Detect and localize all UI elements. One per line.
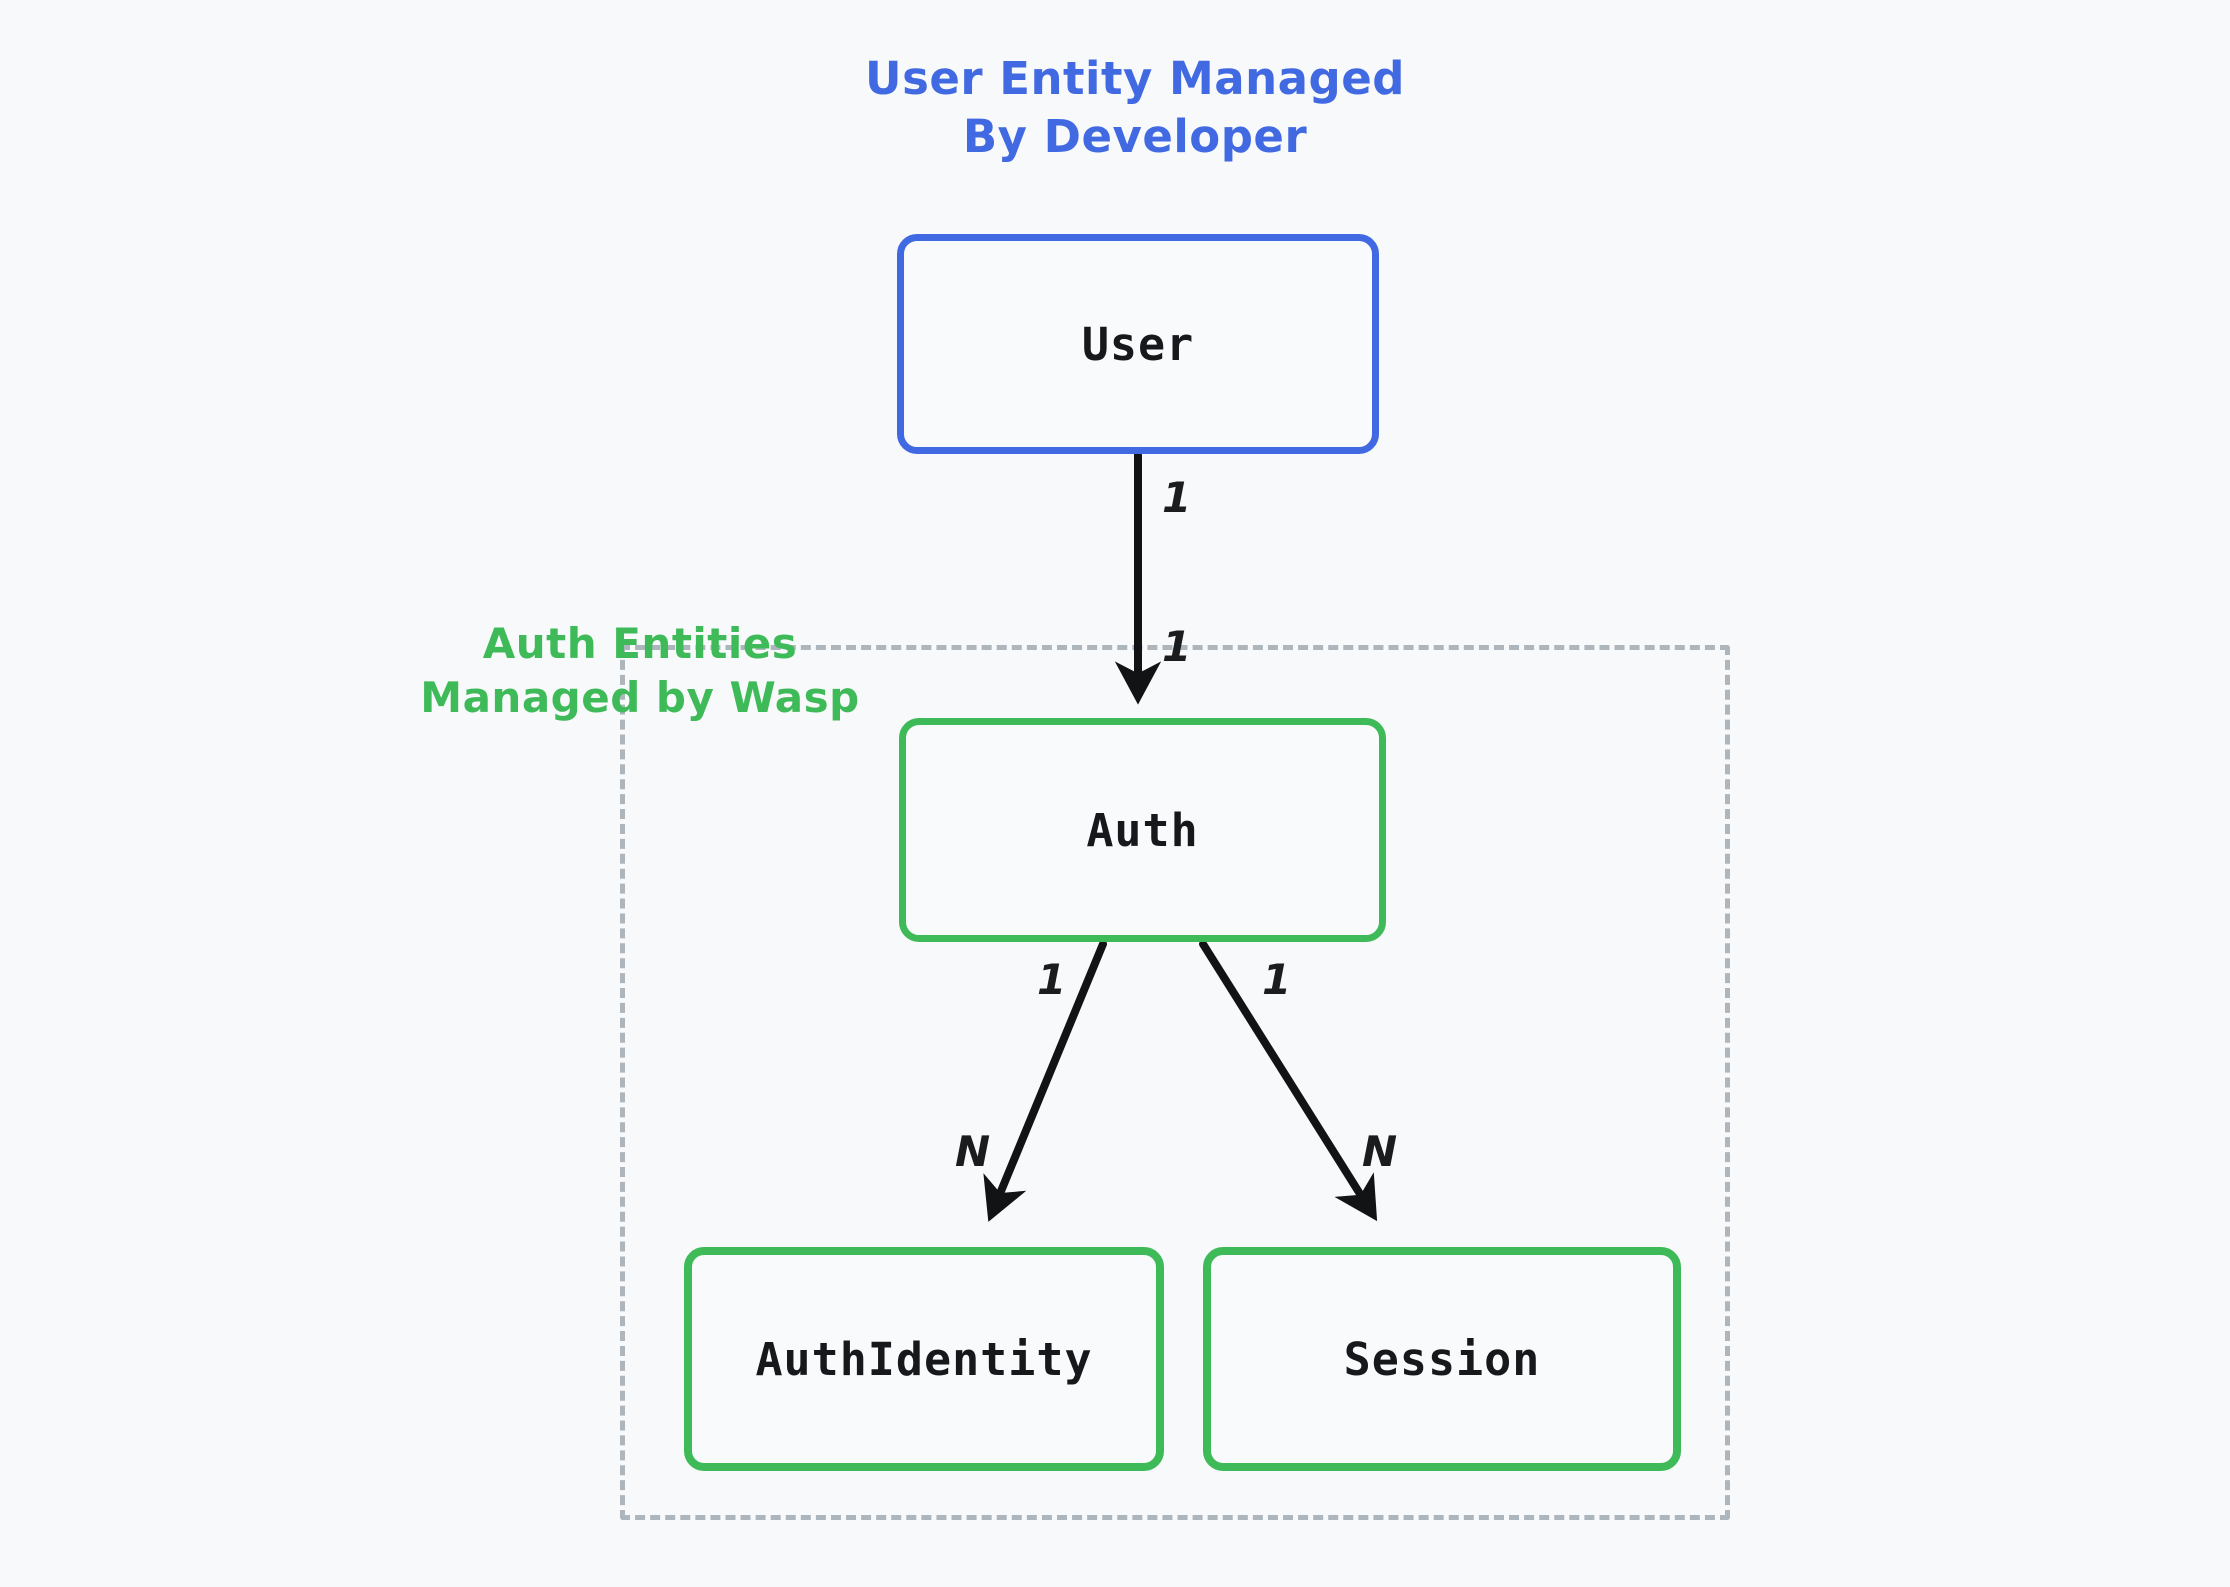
edge-label-auth-authidentity-target: N <box>955 1127 991 1176</box>
auth-entities-group-label: Auth Entities Managed by Wasp <box>420 619 860 722</box>
edge-label-user-auth-target: 1 <box>1162 622 1192 671</box>
entity-label-session: Session <box>1343 1332 1541 1386</box>
entity-label-auth: Auth <box>1086 803 1199 857</box>
edge-label-auth-session-source: 1 <box>1262 955 1292 1004</box>
auth-entities-container <box>620 645 1730 1520</box>
entity-node-authidentity[interactable]: AuthIdentity <box>684 1247 1164 1471</box>
edge-label-auth-session-target: N <box>1362 1127 1398 1176</box>
entity-node-user[interactable]: User <box>897 234 1379 454</box>
user-entity-group-label: User Entity Managed By Developer <box>865 52 1405 163</box>
edge-label-auth-authidentity-source: 1 <box>1037 955 1067 1004</box>
entity-label-user: User <box>1081 317 1195 371</box>
entity-node-auth[interactable]: Auth <box>899 718 1386 942</box>
edge-label-user-auth-source: 1 <box>1162 473 1192 522</box>
entity-node-session[interactable]: Session <box>1203 1247 1681 1471</box>
entity-label-authidentity: AuthIdentity <box>755 1332 1093 1386</box>
